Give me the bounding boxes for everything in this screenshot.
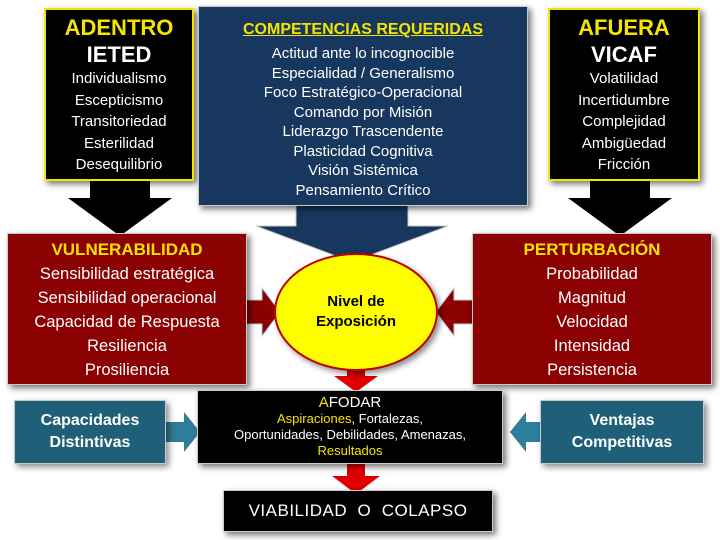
afuera-item: Volatilidad (589, 70, 659, 87)
perturbacion-item: Probabilidad (546, 265, 638, 283)
adentro-item: Esterilidad (83, 134, 155, 152)
afodar-box: AFODAR Aspiraciones, Fortalezas, Oportun… (197, 390, 503, 464)
ventajas-line2: Competitivas (571, 434, 673, 451)
afodar-down-arrow (332, 462, 380, 494)
perturbacion-title: PERTURBACIÓN (523, 240, 661, 259)
afodar-line2: Oportunidades, Debilidades, Amenazas, (234, 427, 466, 442)
perturbacion-box: PERTURBACIÓN Probabilidad Magnitud Veloc… (472, 233, 712, 385)
afuera-box: AFUERA VICAF Volatilidad Incertidumbre C… (548, 8, 700, 181)
afodar-title: AFODAR (198, 394, 502, 411)
afodar-aspiraciones: Aspiraciones (277, 411, 352, 426)
adentro-box: ADENTRO IETED Individualismo Escepticism… (44, 8, 194, 181)
perturbacion-item: Magnitud (558, 289, 626, 307)
afuera-subtitle: VICAF (591, 42, 657, 67)
capacidades-box: Capacidades Distintivas (14, 400, 166, 464)
afodar-title-rest: FODAR (328, 394, 382, 411)
capacidades-line2: Distintivas (49, 434, 131, 451)
vulnerabilidad-box: VULNERABILIDAD Sensibilidad estratégica … (7, 233, 247, 385)
afuera-item: Complejidad (582, 113, 666, 130)
viabilidad-label: VIABILIDAD O COLAPSO (248, 501, 468, 520)
competencias-item: Plasticidad Cognitiva (293, 142, 433, 160)
afodar-resultados: Resultados (317, 443, 383, 458)
adentro-subtitle: IETED (86, 42, 152, 67)
ellipse-down-arrow (334, 368, 378, 392)
ventajas-left-arrow (510, 412, 544, 452)
afodar-title-a: A (318, 394, 329, 411)
viabilidad-box: VIABILIDAD O COLAPSO (223, 490, 493, 532)
perturbacion-item: Intensidad (553, 337, 631, 355)
perturbacion-left-arrow (435, 286, 477, 338)
capacidades-line1: Capacidades (40, 412, 140, 429)
afuera-item: Incertidumbre (578, 91, 670, 109)
adentro-item: Transitoriedad (71, 113, 167, 130)
adentro-title: ADENTRO (64, 15, 174, 40)
afodar-fortalezas: , Fortalezas, (351, 411, 423, 426)
vulnerabilidad-title: VULNERABILIDAD (51, 240, 203, 259)
competencias-item: Actitud ante lo incognocible (271, 45, 455, 62)
nivel-line2: Exposición (315, 313, 397, 330)
perturbacion-item: Persistencia (547, 361, 637, 379)
perturbacion-item: Velocidad (556, 313, 628, 331)
afuera-item: Ambigüedad (581, 134, 667, 152)
competencias-item: Foco Estratégico-Operacional (263, 84, 463, 101)
capacidades-right-arrow (166, 412, 200, 452)
vulnerabilidad-item: Sensibilidad estratégica (39, 265, 215, 283)
competencias-item: Liderazgo Trascendente (282, 123, 444, 140)
adentro-item: Escepticismo (74, 91, 164, 109)
competencias-box: COMPETENCIAS REQUERIDAS Actitud ante lo … (198, 6, 528, 206)
ventajas-box: Ventajas Competitivas (540, 400, 704, 464)
afuera-item: Fricción (597, 156, 651, 173)
competencias-item: Especialidad / Generalismo (271, 64, 455, 82)
vulnerabilidad-item: Prosiliencia (84, 361, 170, 379)
adentro-down-arrow (68, 180, 172, 236)
adentro-item: Individualismo (71, 70, 167, 87)
nivel-exposicion-ellipse: Nivel de Exposición (274, 253, 438, 371)
afuera-title: AFUERA (578, 15, 670, 40)
competencias-item: Visión Sistémica (308, 162, 418, 179)
competencias-item: Pensamiento Crítico (295, 181, 431, 199)
afodar-line1: Aspiraciones, Fortalezas, (198, 411, 502, 427)
nivel-line1: Nivel de (327, 293, 385, 310)
ventajas-line1: Ventajas (589, 412, 655, 429)
adentro-item: Desequilibrio (75, 156, 163, 173)
competencias-item: Comando por Misión (293, 103, 433, 121)
vulnerabilidad-item: Resiliencia (87, 337, 167, 355)
vulnerabilidad-item: Sensibilidad operacional (37, 289, 217, 307)
competencias-title: COMPETENCIAS REQUERIDAS (242, 21, 484, 38)
vulnerabilidad-item: Capacidad de Respuesta (34, 313, 220, 331)
afuera-down-arrow (568, 180, 672, 236)
